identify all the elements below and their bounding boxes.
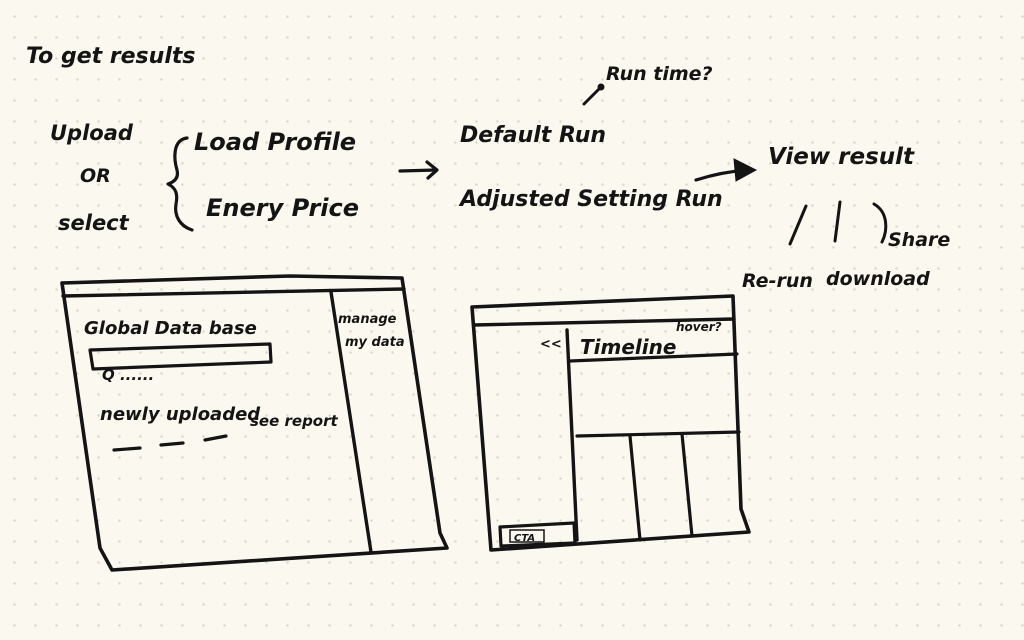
database-search-text[interactable]: Q ...... (102, 366, 154, 384)
placeholder-dash-1 (112, 446, 142, 452)
or-label: OR (80, 165, 111, 187)
upload-label: Upload (50, 121, 134, 145)
select-label: select (58, 211, 130, 235)
view-result-label: View result (768, 144, 915, 170)
database-sidebar-divider (329, 290, 373, 554)
cta-label[interactable]: CTA (514, 533, 535, 544)
sidebar-manage-line2[interactable]: my data (345, 335, 405, 350)
recent-uploads-heading: newly uploaded (100, 404, 261, 425)
run-time-pointer (582, 86, 602, 106)
load-profile-label: Load Profile (194, 128, 356, 156)
timeline-hover-note: hover? (676, 320, 722, 334)
timeline-sidebar-divider (565, 328, 579, 542)
branch-rerun (788, 204, 808, 246)
timeline-col-divider-2 (680, 432, 694, 538)
wireframe-timeline: << Timeline hover? CTA (470, 294, 751, 552)
timeline-row-divider (575, 430, 741, 438)
database-search-box[interactable] (88, 342, 273, 371)
energy-price-label: Enery Price (206, 194, 359, 222)
database-frame (60, 274, 449, 572)
download-label: download (826, 268, 930, 290)
share-label: Share (888, 229, 950, 251)
arrow-to-result-head (733, 158, 758, 182)
timeline-top-line (472, 317, 736, 327)
back-icon[interactable]: << (540, 337, 562, 352)
database-title: Global Data base (84, 318, 257, 339)
timeline-header-divider (568, 352, 739, 363)
default-run-label: Default Run (460, 123, 606, 148)
wireframe-database: Global Data base Q ...... newly uploaded… (60, 274, 449, 572)
database-header-line (61, 287, 406, 298)
cta-button[interactable] (498, 521, 577, 548)
arrow-to-runs-head (425, 160, 439, 180)
see-report-link[interactable]: see report (250, 412, 339, 430)
adjusted-run-label: Adjusted Setting Run (458, 187, 723, 212)
brace-connector (166, 136, 194, 232)
arrow-to-runs (398, 168, 438, 173)
run-time-pointer-dot (597, 83, 605, 91)
branch-download (833, 200, 842, 243)
placeholder-dash-2 (159, 441, 185, 447)
cta-inner-box (509, 529, 545, 543)
branch-share (872, 202, 888, 244)
timeline-frame (470, 294, 751, 552)
placeholder-dash-3 (203, 434, 228, 442)
rerun-label: Re-run (742, 270, 813, 292)
run-time-note: Run time? (606, 63, 713, 85)
timeline-title: Timeline (580, 335, 676, 359)
sidebar-manage-line1[interactable]: manage (338, 312, 397, 327)
timeline-col-divider-1 (628, 434, 642, 542)
heading: To get results (26, 44, 195, 69)
